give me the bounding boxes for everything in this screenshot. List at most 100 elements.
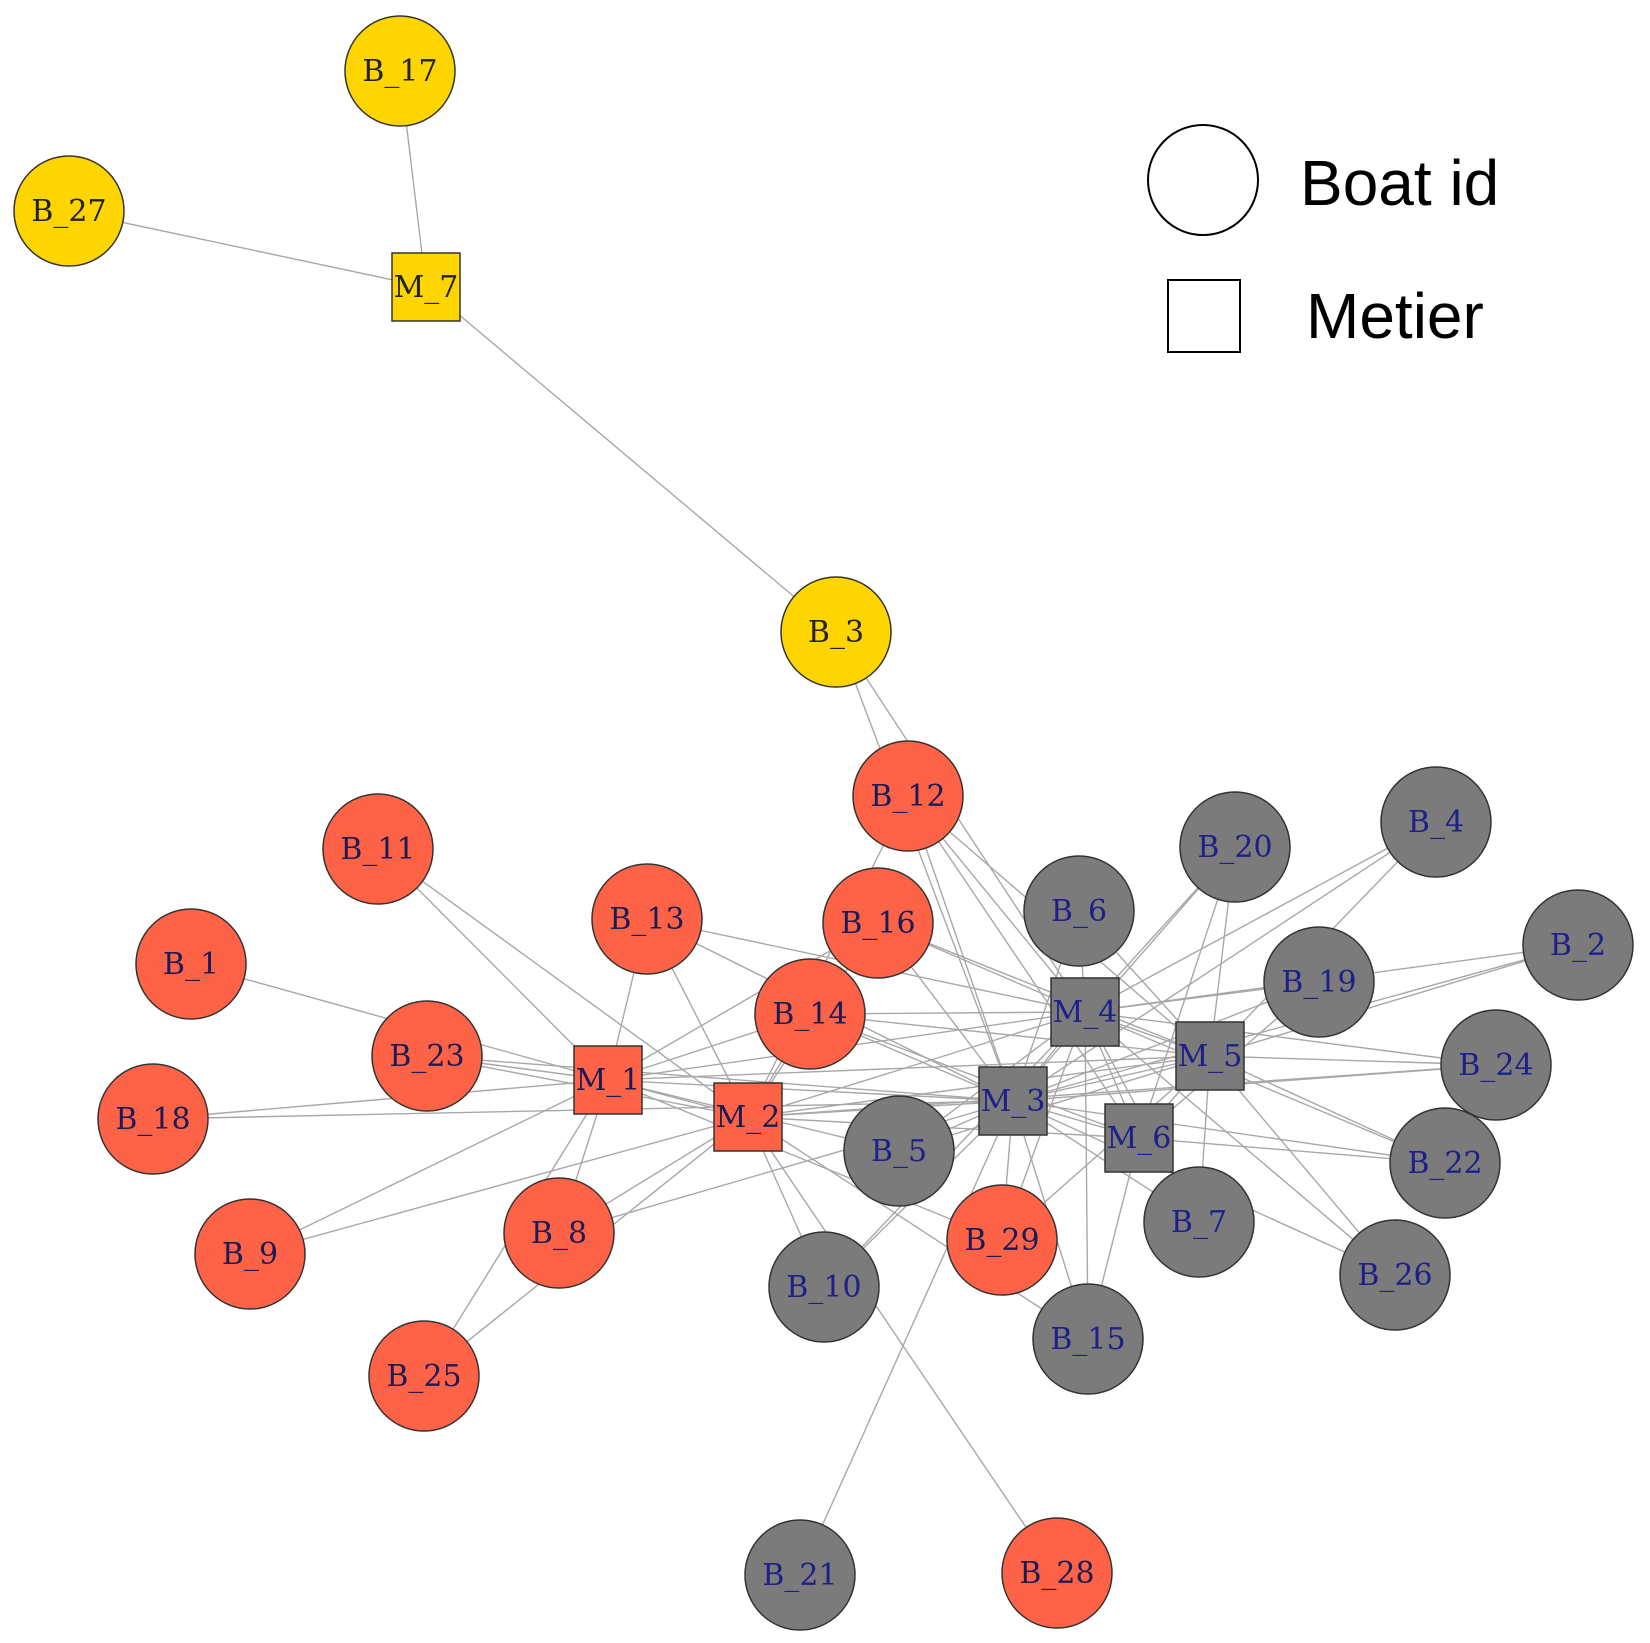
edge-B_4-M_3 xyxy=(1012,821,1437,1102)
metier-square xyxy=(391,252,461,322)
boat-circle xyxy=(503,1177,615,1289)
boat-circle xyxy=(371,1000,483,1112)
boat-circle xyxy=(1001,1517,1113,1629)
boat-circle xyxy=(780,576,892,688)
metier-node-M_5: M_5 xyxy=(1175,1021,1245,1091)
boat-circle xyxy=(591,863,703,975)
boat-circle xyxy=(1389,1107,1501,1219)
edge-B_24-M_4 xyxy=(1084,1011,1497,1066)
edge-B_2-M_5 xyxy=(1209,944,1579,1057)
boat-circle xyxy=(1023,855,1135,967)
node-label: M_5 xyxy=(1178,1039,1243,1074)
boat-circle xyxy=(1380,766,1492,878)
boat-node-B_23: B_23 xyxy=(371,1000,483,1112)
boat-node-B_17: B_17 xyxy=(344,15,456,127)
boat-node-B_15: B_15 xyxy=(1032,1283,1144,1395)
edge-M_2-M_4 xyxy=(747,1011,1086,1118)
edge-B_27-M_7 xyxy=(68,210,427,288)
boat-circle xyxy=(852,740,964,852)
boat-circle xyxy=(946,1184,1058,1296)
boat-circle xyxy=(368,1320,480,1432)
boat-node-B_22: B_22 xyxy=(1389,1107,1501,1219)
metier-square xyxy=(1050,977,1120,1047)
node-label: B_25 xyxy=(386,1359,461,1394)
edge-B_14-M_6 xyxy=(809,1013,1140,1139)
edge-B_22-M_4 xyxy=(1084,1011,1446,1164)
boat-circle xyxy=(744,1519,856,1631)
boat-node-B_11: B_11 xyxy=(322,793,434,905)
boat-circle xyxy=(344,15,456,127)
legend-square-icon xyxy=(1167,279,1241,353)
node-label: B_29 xyxy=(964,1223,1039,1258)
node-label: M_2 xyxy=(716,1100,781,1135)
metier-node-M_2: M_2 xyxy=(713,1082,783,1152)
edge-B_22-M_3 xyxy=(1012,1100,1446,1164)
edge-B_3-M_3 xyxy=(835,631,1014,1102)
boat-circle xyxy=(194,1198,306,1310)
boat-circle xyxy=(843,1095,955,1207)
boat-circle xyxy=(97,1063,209,1175)
boat-circle xyxy=(322,793,434,905)
metier-square xyxy=(1175,1021,1245,1091)
boat-node-B_16: B_16 xyxy=(822,867,934,979)
node-label: B_28 xyxy=(1019,1556,1094,1591)
node-label: B_5 xyxy=(871,1134,927,1169)
edge-M_1-M_3 xyxy=(607,1079,1014,1102)
node-label: M_6 xyxy=(1107,1121,1172,1156)
boat-node-B_7: B_7 xyxy=(1143,1166,1255,1278)
legend-metier-label: Metier xyxy=(1306,280,1484,352)
metier-square xyxy=(978,1066,1048,1136)
boat-node-B_12: B_12 xyxy=(852,740,964,852)
node-label: M_7 xyxy=(394,270,459,305)
edge-B_28-M_2 xyxy=(747,1116,1058,1574)
boat-circle xyxy=(1263,926,1375,1038)
legend-boat-label: Boat id xyxy=(1300,147,1499,219)
boat-circle xyxy=(1440,1009,1552,1121)
edge-B_4-M_4 xyxy=(1084,821,1437,1013)
boat-node-B_26: B_26 xyxy=(1339,1219,1451,1331)
node-label: B_18 xyxy=(115,1102,190,1137)
metier-square xyxy=(1104,1103,1174,1173)
edge-B_16-M_5 xyxy=(877,922,1211,1057)
boat-node-B_21: B_21 xyxy=(744,1519,856,1631)
boat-circle xyxy=(135,908,247,1020)
node-label: B_14 xyxy=(772,997,847,1032)
boat-circle xyxy=(822,867,934,979)
boat-circle xyxy=(1522,889,1634,1001)
boat-circle xyxy=(754,958,866,1070)
boat-node-B_1: B_1 xyxy=(135,908,247,1020)
node-label: B_10 xyxy=(786,1270,861,1305)
edge-B_21-M_3 xyxy=(799,1100,1014,1576)
node-label: B_24 xyxy=(1458,1048,1533,1083)
edge-M_7-B_3 xyxy=(425,286,837,633)
boat-circle xyxy=(1339,1219,1451,1331)
node-label: M_4 xyxy=(1053,995,1118,1030)
boat-node-B_24: B_24 xyxy=(1440,1009,1552,1121)
edge-B_23-M_3 xyxy=(426,1055,1014,1102)
edge-M_1-M_5 xyxy=(607,1055,1211,1081)
node-label: B_11 xyxy=(340,832,415,867)
node-label: B_7 xyxy=(1171,1205,1227,1240)
metier-node-M_4: M_4 xyxy=(1050,977,1120,1047)
boat-node-B_29: B_29 xyxy=(946,1184,1058,1296)
boat-circle xyxy=(1179,791,1291,903)
node-label: B_16 xyxy=(840,906,915,941)
edge-B_20-M_3 xyxy=(1012,846,1236,1102)
boat-node-B_8: B_8 xyxy=(503,1177,615,1289)
metier-square xyxy=(713,1082,783,1152)
legend: Boat id Metier xyxy=(1147,124,1499,353)
node-label: B_2 xyxy=(1550,928,1606,963)
metier-node-M_7: M_7 xyxy=(391,252,461,322)
edge-B_12-M_2 xyxy=(747,795,909,1118)
boat-node-B_9: B_9 xyxy=(194,1198,306,1310)
node-label: B_1 xyxy=(163,947,219,982)
boat-node-B_10: B_10 xyxy=(768,1231,880,1343)
node-label: B_13 xyxy=(609,902,684,937)
metier-node-M_3: M_3 xyxy=(978,1066,1048,1136)
edge-B_11-M_2 xyxy=(377,848,749,1118)
node-label: B_4 xyxy=(1408,805,1464,840)
boat-circle xyxy=(768,1231,880,1343)
